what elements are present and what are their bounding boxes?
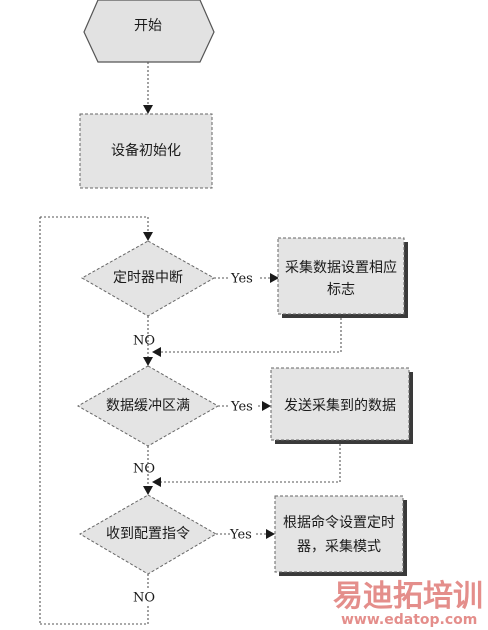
edge-label-no-2: NO	[133, 462, 155, 477]
arrowhead-into-buffer	[143, 357, 153, 366]
init-node-label: 设备初始化	[111, 142, 181, 159]
edge-timer-action-return	[160, 318, 342, 353]
action-config-shape	[274, 495, 404, 573]
decision-config-label: 收到配置指令	[106, 526, 190, 542]
edge-label-yes-1: Yes	[230, 272, 253, 287]
decision-timer-label: 定时器中断	[113, 270, 183, 286]
arrowhead-config-yes	[266, 529, 275, 539]
edge-label-yes-3: Yes	[229, 528, 252, 543]
arrowhead-into-timer	[143, 232, 153, 241]
arrowhead-buffer-yes	[262, 401, 271, 411]
arrowhead-timer-return	[152, 347, 161, 357]
init-node-shape	[79, 113, 213, 189]
loop-bottom-line	[40, 604, 149, 625]
action-config-label-2: 器，采集模式	[297, 538, 381, 555]
action-config-label-1: 根据命令设置定时	[283, 514, 395, 531]
edge-buffer-action-return	[160, 444, 341, 483]
arrowhead-start-to-init	[143, 105, 153, 114]
edge-label-no-3: NO	[133, 591, 155, 606]
edge-label-no-1: NO	[133, 334, 155, 349]
arrowhead-into-config	[143, 486, 153, 495]
action-buffer-shape	[270, 367, 410, 441]
start-node-shape	[83, 0, 215, 63]
edge-label-yes-2: Yes	[230, 400, 253, 415]
action-timer-shape	[277, 237, 405, 315]
action-timer-label-1: 采集数据设置相应	[285, 259, 397, 276]
action-buffer-label: 发送采集到的数据	[284, 397, 396, 414]
watermark-url: www.edatop.com	[341, 612, 477, 628]
arrowhead-buffer-return	[152, 477, 161, 487]
watermark-brand: 易迪拓培训	[333, 579, 483, 614]
decision-buffer-label: 数据缓冲区满	[106, 398, 190, 414]
start-node-label: 开始	[134, 18, 162, 34]
action-timer-label-2: 标志	[327, 282, 355, 298]
arrowhead-timer-yes	[270, 273, 279, 283]
